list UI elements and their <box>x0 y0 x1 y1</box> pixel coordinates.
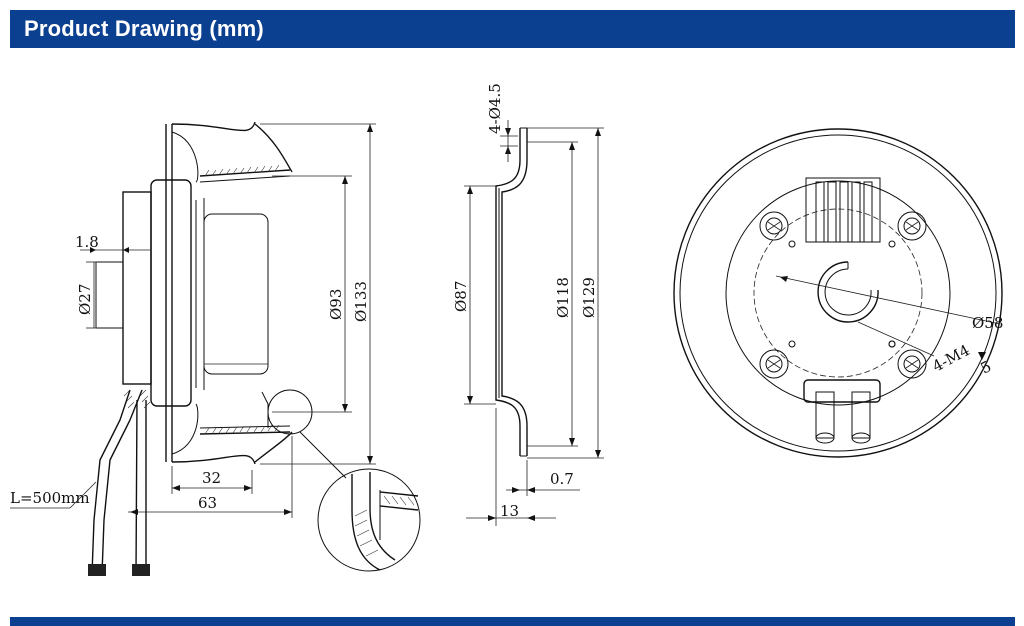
screw-top-left <box>759 211 789 241</box>
dim-dia133: Ø133 <box>352 281 370 322</box>
screw-bottom-left <box>759 349 789 379</box>
dim-dia58: Ø58 <box>972 314 1003 332</box>
front-view: Ø58 4-M4 5 <box>673 128 1003 458</box>
cable-end-1 <box>88 564 106 576</box>
motor-body <box>122 191 152 385</box>
page-title: Product Drawing (mm) <box>24 16 264 41</box>
header-bar: Product Drawing (mm) <box>10 10 1015 48</box>
screw-bottom-right <box>897 349 927 379</box>
dim-dia87: Ø87 <box>452 281 470 312</box>
dim-thread: 4-M4 <box>929 341 972 375</box>
cable-end-2 <box>132 564 150 576</box>
detail-view <box>317 468 421 572</box>
side-view: 1.8 Ø27 Ø93 Ø133 32 63 <box>10 121 421 576</box>
footer-bar <box>10 617 1015 626</box>
profile-view: 4-Ø4.5 Ø87 Ø118 Ø129 0.7 13 <box>452 83 604 526</box>
dim-holes: 4-Ø4.5 <box>486 83 504 134</box>
dim-13: 13 <box>500 502 519 520</box>
dim-63: 63 <box>198 494 217 512</box>
outer-ring <box>673 128 1003 458</box>
motor-flange <box>150 179 192 407</box>
cooling-fins <box>805 177 881 243</box>
dim-1-8: 1.8 <box>75 233 99 251</box>
depth-symbol-icon <box>978 352 986 360</box>
dim-dia118: Ø118 <box>554 277 572 318</box>
shaft-hub <box>95 261 124 329</box>
center-arc <box>817 261 879 323</box>
cable-connector <box>803 379 881 444</box>
dim-dia129: Ø129 <box>580 277 598 318</box>
dim-dia27: Ø27 <box>76 284 94 315</box>
screw-top-right <box>897 211 927 241</box>
dim-cable-length: L=500mm <box>10 489 90 507</box>
dim-32: 32 <box>202 469 221 487</box>
dim-0-7: 0.7 <box>550 470 574 488</box>
dim-dia93: Ø93 <box>327 289 345 320</box>
